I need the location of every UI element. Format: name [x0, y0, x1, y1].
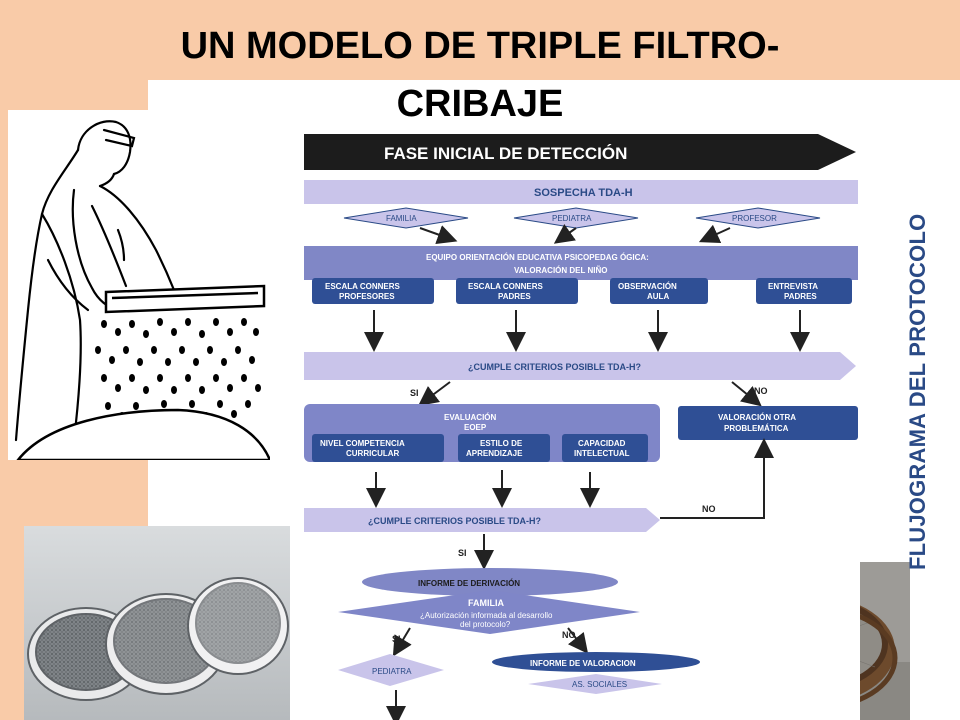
si-label-1: SI	[410, 388, 419, 398]
sifting-man-illustration	[8, 110, 270, 460]
otra-text-2: PROBLEMÁTICA	[724, 424, 789, 433]
equipo-band	[304, 246, 858, 280]
peach-top-band	[0, 0, 960, 80]
slide-title-line2: CRIBAJE	[396, 83, 564, 125]
pediatra-text: PEDIATRA	[372, 667, 412, 676]
scale-box-observacion-aula	[610, 278, 708, 304]
flujograma-vertical-label: FLUJOGRAMA DEL PROTOCOLO	[905, 213, 930, 570]
informe-derivacion-text: INFORME DE DERIVACIÓN	[418, 579, 520, 588]
autorizacion-text-2: del protocolo?	[460, 620, 511, 629]
si-label-2: SI	[458, 548, 467, 558]
phase-header-text: FASE INICIAL DE DETECCIÓN	[384, 144, 627, 163]
scale-2-l2: PADRES	[498, 292, 531, 301]
criterio-1-band	[304, 352, 856, 380]
no-label-2: NO	[702, 504, 716, 514]
source-label-familia: FAMILIA	[386, 214, 417, 223]
criterio-2-text: ¿CUMPLE CRITERIOS POSIBLE TDA-H?	[368, 516, 541, 526]
source-diamond-familia	[343, 207, 469, 229]
evaluacion-text-1: EVALUACIÓN	[444, 413, 497, 422]
source-label-pediatra: PEDIATRA	[552, 214, 592, 223]
evaluacion-text-2: EOEP	[464, 423, 487, 432]
eval-2-l1: ESTILO DE	[480, 439, 523, 448]
no-label-3: NO	[562, 630, 576, 640]
criterio-2-band	[304, 508, 660, 532]
source-diamond-profesor	[695, 207, 821, 229]
sospecha-text: SOSPECHA TDA-H	[534, 187, 633, 199]
as-sociales-diamond	[528, 674, 662, 694]
scale-1-l1: ESCALA CONNERS	[325, 282, 400, 291]
scale-1-l2: PROFESORES	[339, 292, 395, 301]
informe-derivacion-ellipse	[362, 568, 618, 596]
otra-problematica-box	[678, 406, 858, 440]
familia-diamond	[338, 590, 640, 634]
eval-box-estilo	[458, 434, 550, 462]
pediatra-diamond	[338, 654, 444, 686]
familia-text: FAMILIA	[468, 598, 504, 608]
eval-1-l2: CURRICULAR	[346, 449, 400, 458]
eval-2-l2: APRENDIZAJE	[466, 449, 523, 458]
scale-2-l1: ESCALA CONNERS	[468, 282, 543, 291]
flowchart: FASE INICIAL DE DETECCIÓN SOSPECHA TDA-H…	[300, 128, 860, 720]
criterio-1-text: ¿CUMPLE CRITERIOS POSIBLE TDA-H?	[468, 362, 641, 372]
eval-3-l1: CAPACIDAD	[578, 439, 626, 448]
si-label-3: SI	[392, 634, 401, 644]
eval-1-l1: NIVEL COMPETENCIA	[320, 439, 405, 448]
otra-text-1: VALORACIÓN OTRA	[718, 413, 796, 422]
sospecha-band	[304, 180, 858, 204]
eval-box-nivel	[312, 434, 444, 462]
no-label-1: NO	[754, 386, 768, 396]
scale-boxes: ESCALA CONNERS PROFESORES ESCALA CONNERS…	[312, 278, 852, 304]
informe-valoracion-ellipse	[492, 652, 700, 672]
scale-box-conners-padres	[456, 278, 578, 304]
scale-box-conners-profesores	[312, 278, 434, 304]
scale-3-l1: OBSERVACIÓN	[618, 282, 677, 291]
scale-4-l1: ENTREVISTA	[768, 282, 818, 291]
slide-title-line1: UN MODELO DE TRIPLE FILTRO-	[180, 25, 780, 67]
source-label-profesor: PROFESOR	[732, 214, 777, 223]
informe-valoracion-text: INFORME DE VALORACION	[530, 659, 636, 668]
phase-header-banner	[304, 134, 856, 170]
equipo-text-2: VALORACIÓN DEL NIÑO	[514, 266, 607, 275]
scale-box-entrevista-padres	[756, 278, 852, 304]
as-sociales-text: AS. SOCIALES	[572, 680, 627, 689]
eval-3-l2: INTELECTUAL	[574, 449, 630, 458]
eval-box-capacidad	[562, 434, 648, 462]
source-diamonds: FAMILIA PEDIATRA PROFESOR	[343, 207, 821, 229]
metal-sieves-photo	[24, 526, 290, 720]
autorizacion-text-1: ¿Autorización informada al desarrollo	[420, 611, 553, 620]
equipo-text-1: EQUIPO ORIENTACIÓN EDUCATIVA PSICOPEDAG …	[426, 253, 649, 262]
scale-4-l2: PADRES	[784, 292, 817, 301]
scale-3-l2: AULA	[647, 292, 669, 301]
